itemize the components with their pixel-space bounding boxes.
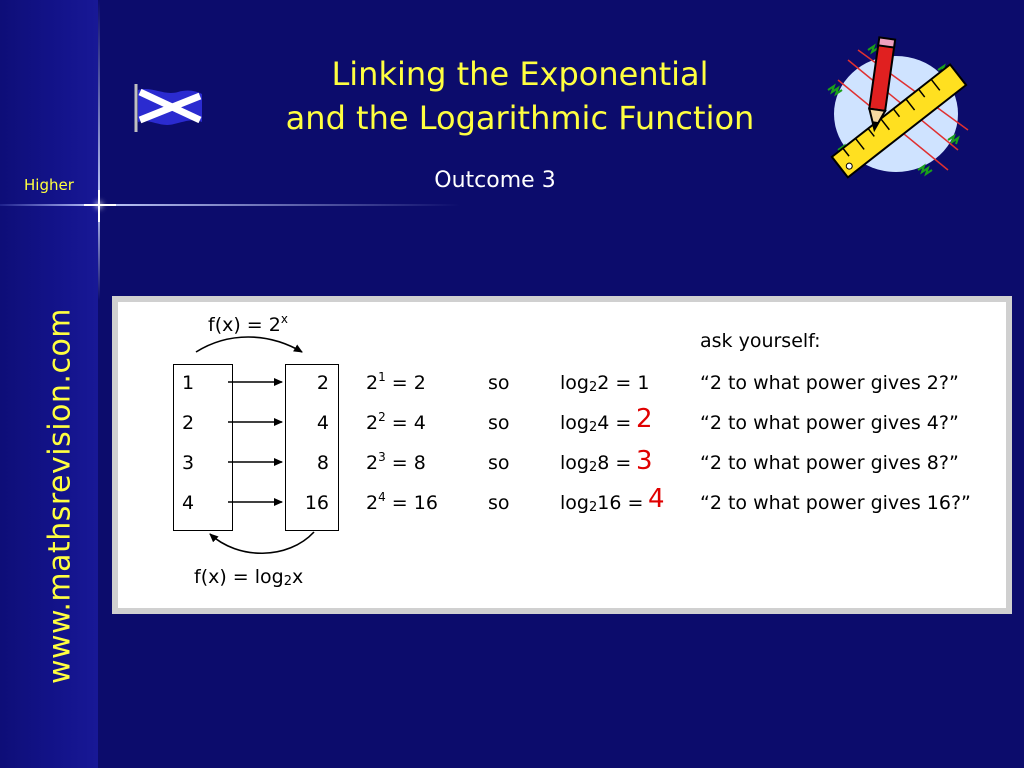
power-exponent: 4 xyxy=(378,490,386,504)
power-base: 2 xyxy=(366,452,379,474)
power-result: = 4 xyxy=(385,412,426,434)
log-function-text: f(x) = log xyxy=(194,566,284,588)
exp-curve-arrow xyxy=(195,336,303,353)
log-base: 2 xyxy=(588,460,598,475)
question-text: “2 to what power gives 4?” xyxy=(700,412,959,434)
title-line-1: Linking the Exponential xyxy=(331,55,709,93)
horizontal-divider xyxy=(0,204,460,206)
vertical-divider xyxy=(98,0,100,300)
log-answer: 4 xyxy=(648,484,665,514)
power-equation: 21 = 2 xyxy=(366,370,426,394)
log-answer: 3 xyxy=(636,446,653,476)
content-panel-inner: f(x) = 2x f(x) = log2x ask yourself: 1 2… xyxy=(118,302,1006,608)
log-equation: log28 = xyxy=(560,452,632,475)
sidebar-strip xyxy=(0,0,98,768)
sparkle-vertical xyxy=(98,190,100,222)
power-exponent: 2 xyxy=(378,410,386,424)
log-equation: log216 = xyxy=(560,492,644,515)
so-label: so xyxy=(488,492,510,514)
log-equation: log24 = xyxy=(560,412,632,435)
pencil-ruler-clipart-icon xyxy=(827,36,969,179)
output-value: 2 xyxy=(316,372,329,394)
power-equation: 23 = 8 xyxy=(366,450,426,474)
question-text: “2 to what power gives 16?” xyxy=(700,492,971,514)
power-equation: 24 = 16 xyxy=(366,490,438,514)
output-value: 8 xyxy=(316,452,329,474)
input-value: 3 xyxy=(182,452,195,474)
so-label: so xyxy=(488,452,510,474)
log-function-variable: x xyxy=(292,566,304,588)
power-base: 2 xyxy=(366,492,379,514)
log-function-base: 2 xyxy=(283,574,293,589)
page-title: Linking the Exponential and the Logarith… xyxy=(200,52,840,140)
input-value: 1 xyxy=(182,372,195,394)
output-value: 16 xyxy=(304,492,329,514)
content-panel: f(x) = 2x f(x) = log2x ask yourself: 1 2… xyxy=(112,296,1012,614)
log-base: 2 xyxy=(588,500,598,515)
log-argument: 4 = xyxy=(597,412,632,434)
scottish-flag-icon xyxy=(134,84,202,132)
sparkle-horizontal xyxy=(84,204,116,206)
input-value: 2 xyxy=(182,412,195,434)
power-base: 2 xyxy=(366,412,379,434)
power-exponent: 1 xyxy=(378,370,386,384)
power-result: = 16 xyxy=(385,492,438,514)
input-box xyxy=(173,364,233,531)
so-label: so xyxy=(488,372,510,394)
log-function-label: f(x) = log2x xyxy=(194,566,303,588)
log-argument: 16 = xyxy=(597,492,644,514)
output-box xyxy=(285,364,339,531)
exp-function-text: f(x) = 2 xyxy=(208,314,281,336)
input-value: 4 xyxy=(182,492,195,514)
website-url: www.mathsrevision.com xyxy=(42,307,78,685)
level-label: Higher xyxy=(24,176,74,194)
exp-function-power: x xyxy=(280,312,288,326)
log-equation: log22 = 1 xyxy=(560,372,650,395)
question-text: “2 to what power gives 8?” xyxy=(700,452,959,474)
mapping-arrows xyxy=(195,336,315,555)
output-value: 4 xyxy=(316,412,329,434)
exp-function-label: f(x) = 2x xyxy=(208,312,288,336)
power-result: = 8 xyxy=(385,452,426,474)
log-answer: 2 xyxy=(636,404,653,434)
log-base: 2 xyxy=(588,380,598,395)
power-base: 2 xyxy=(366,372,379,394)
so-label: so xyxy=(488,412,510,434)
log-argument: 8 = xyxy=(597,452,632,474)
log-base: 2 xyxy=(588,420,598,435)
power-equation: 22 = 4 xyxy=(366,410,426,434)
title-line-2: and the Logarithmic Function xyxy=(285,99,755,137)
page-subtitle: Outcome 3 xyxy=(434,168,556,193)
log-curve-arrow xyxy=(209,531,315,555)
power-result: = 2 xyxy=(385,372,426,394)
question-text: “2 to what power gives 2?” xyxy=(700,372,959,394)
log-argument: 2 = 1 xyxy=(597,372,650,394)
ask-yourself-label: ask yourself: xyxy=(700,330,821,352)
power-exponent: 3 xyxy=(378,450,386,464)
